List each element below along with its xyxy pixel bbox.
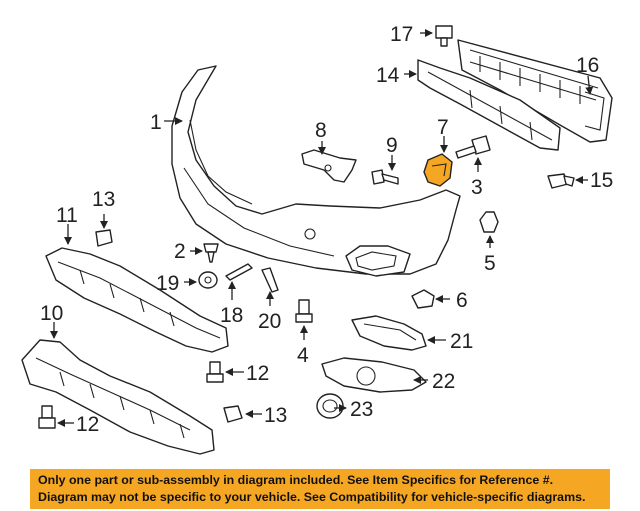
callout-2: 2 [174,240,186,263]
clip-20 [261,267,279,293]
bracket-8 [301,149,357,183]
bolt-4 [295,299,313,323]
callout-23: 23 [350,398,373,421]
callout-21: 21 [450,330,473,353]
lower-deflector [45,247,229,353]
callout-8: 8 [315,119,327,142]
disclaimer-banner: Only one part or sub-assembly in diagram… [30,469,610,509]
nut-13-upper [95,229,113,247]
callout-9: 9 [386,134,398,157]
callout-13-lower: 13 [264,404,287,427]
callout-16: 16 [576,54,599,77]
clip-15 [547,173,575,189]
callout-numbers: 17 14 16 1 8 9 7 3 15 13 11 5 2 19 18 20… [40,23,613,436]
callout-5: 5 [484,252,496,275]
bolt-9 [371,169,399,185]
clip-5 [479,211,499,233]
energy-absorber [417,59,561,151]
gasket-23 [316,393,344,419]
callout-11: 11 [56,204,78,227]
callout-17: 17 [390,23,413,46]
bolt-12-middle [206,361,224,383]
callout-12-lower: 12 [76,413,99,436]
disclaimer-line-1: Only one part or sub-assembly in diagram… [38,473,554,487]
clip-2 [203,243,219,263]
reinforcement-beam [457,39,613,143]
nut-6 [411,289,435,309]
callout-18: 18 [220,304,243,327]
leader-lines [50,29,594,427]
bolt-12-lower [38,405,56,429]
callout-3: 3 [471,176,483,199]
grommet-19 [198,271,218,289]
callout-4: 4 [297,344,309,367]
bracket-7-highlighted [423,153,453,187]
callout-20: 20 [258,310,281,333]
callout-7: 7 [437,116,449,139]
callout-19: 19 [156,272,179,295]
callout-12-middle: 12 [246,362,269,385]
nut-13-lower [223,405,243,423]
fog-lamp-bezel [351,315,427,351]
callout-14: 14 [376,64,400,87]
fog-lamp [321,357,427,393]
lower-cover [21,339,215,455]
bolt-17 [435,25,453,47]
callout-10: 10 [40,302,63,325]
bolt-3 [455,135,491,159]
bumper-cover [171,65,461,277]
callout-22: 22 [432,370,455,393]
callout-6: 6 [456,289,468,312]
disclaimer-line-2: Diagram may not be specific to your vehi… [38,490,586,504]
callout-15: 15 [590,169,613,192]
callout-13-upper: 13 [92,188,115,211]
callout-1: 1 [150,111,162,134]
wire-tie-18 [225,263,253,281]
